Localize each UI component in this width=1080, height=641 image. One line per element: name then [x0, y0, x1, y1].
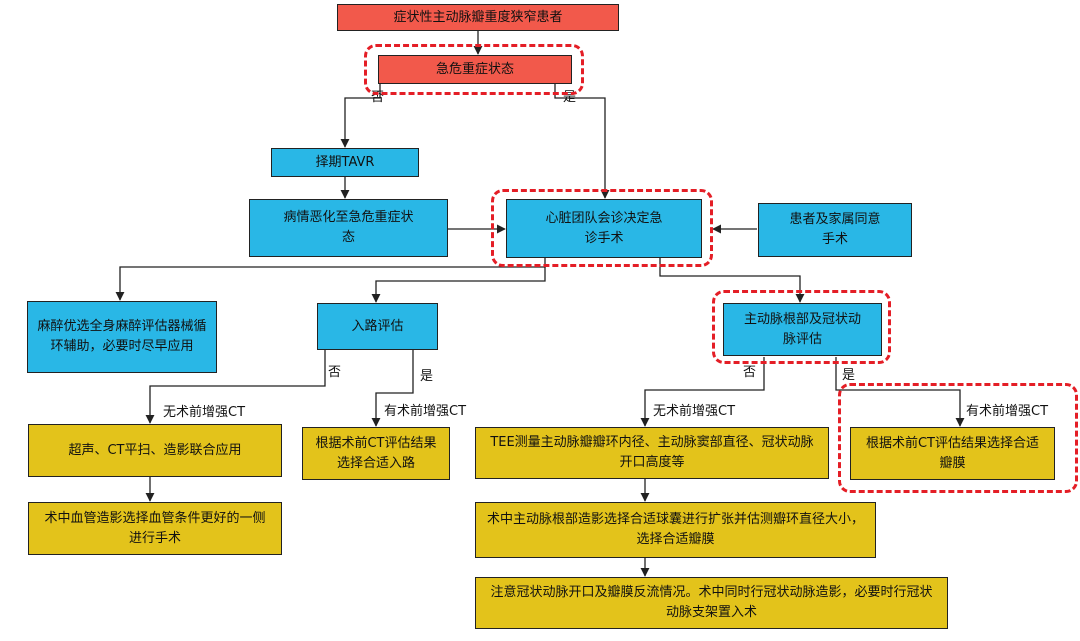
label-no-access: 否 — [328, 365, 342, 380]
label-no-root: 否 — [743, 365, 757, 380]
node-root-eval: 主动脉根部及冠状动脉评估 — [723, 303, 882, 356]
node-selective-tavr: 择期TAVR — [271, 148, 419, 177]
label-no-ct-left: 无术前增强CT — [163, 405, 246, 420]
label-no-ct-right: 无术前增强CT — [653, 404, 736, 419]
highlight-valve-by-ct — [838, 383, 1078, 493]
node-worsen: 病情恶化至急危重症状态 — [249, 199, 448, 257]
node-access-by-ct: 根据术前CT评估结果选择合适入路 — [302, 427, 450, 480]
arrow-root-no — [640, 357, 765, 427]
arrow-access-no — [145, 350, 326, 424]
arrow-team-anesthesia — [115, 258, 546, 301]
node-root-angio-balloon: 术中主动脉根部造影选择合适球囊进行扩张并估测瓣环直径大小，选择合适瓣膜 — [475, 502, 876, 558]
node-combined-imaging: 超声、CT平扫、造影联合应用 — [28, 424, 282, 477]
arrow-emergency-tavr — [340, 83, 381, 148]
arrow-team-access — [371, 267, 546, 303]
highlight-heart-team — [491, 189, 713, 267]
highlight-emergency — [364, 44, 584, 95]
arrow-emergency-team — [554, 83, 610, 199]
node-anesthesia: 麻醉优选全身麻醉评估器械循环辅助，必要时尽早应用 — [27, 301, 217, 373]
arrow-team-root — [659, 258, 805, 303]
label-yes-access: 是 — [420, 369, 434, 384]
node-family-consent: 患者及家属同意手术 — [758, 203, 912, 257]
label-yes-root: 是 — [842, 368, 856, 383]
label-has-ct-left: 有术前增强CT — [384, 404, 467, 419]
arrow-access-yes — [371, 350, 414, 427]
node-patient: 症状性主动脉瓣重度狭窄患者 — [337, 4, 619, 31]
node-valve-by-ct: 根据术前CT评估结果选择合适瓣膜 — [850, 427, 1055, 480]
node-intra-angio-side: 术中血管造影选择血管条件更好的一侧进行手术 — [28, 502, 282, 555]
node-coronary-attention: 注意冠状动脉开口及瓣膜反流情况。术中同时行冠状动脉造影，必要时行冠状动脉支架置入… — [475, 577, 948, 629]
highlight-root-eval — [712, 290, 891, 364]
label-has-ct-right: 有术前增强CT — [966, 404, 1049, 419]
node-access-eval: 入路评估 — [317, 303, 438, 350]
node-emergency: 急危重症状态 — [378, 55, 572, 84]
node-heart-team: 心脏团队会诊决定急诊手术 — [506, 199, 702, 258]
arrow-root-yes — [835, 357, 965, 427]
node-tee-measure: TEE测量主动脉瓣瓣环内径、主动脉窦部直径、冠状动脉开口高度等 — [475, 427, 829, 479]
